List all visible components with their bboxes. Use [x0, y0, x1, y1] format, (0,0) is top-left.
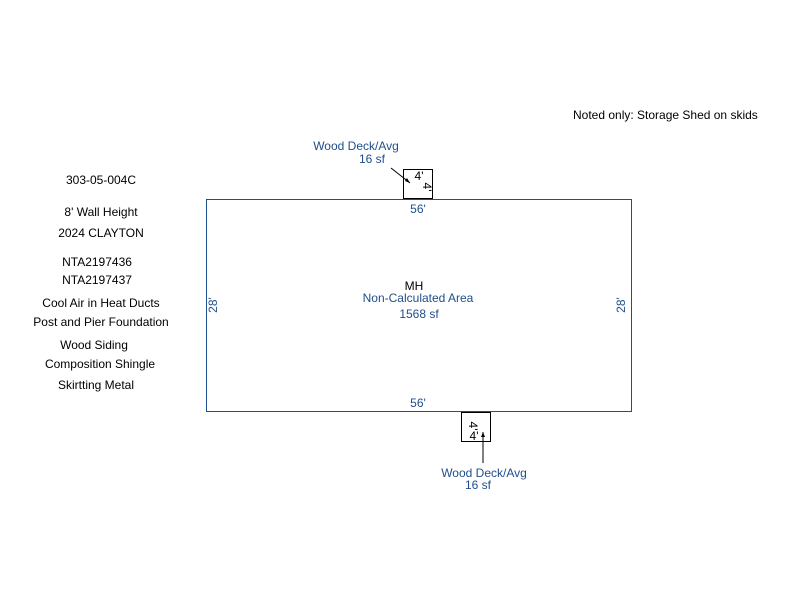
deck-bottom-dim-b: 4'	[466, 422, 480, 431]
model-year: 2024 CLAYTON	[58, 226, 144, 240]
main-top-dimension: 56'	[410, 202, 426, 216]
main-area-label: Non-Calculated Area	[363, 291, 474, 305]
foundation-feature: Post and Pier Foundation	[33, 315, 169, 329]
deck-bottom-dim-a: 4'	[470, 429, 479, 443]
serial-2: NTA2197437	[62, 273, 132, 287]
skirting-feature: Skirtting Metal	[57, 378, 135, 392]
deck-top-dim-a: 4'	[415, 169, 424, 183]
roof-feature: Composition Shingle	[44, 357, 156, 371]
siding-feature: Wood Siding	[60, 338, 128, 352]
deck-top-outline	[403, 169, 433, 199]
deck-bottom-label: Wood Deck/Avg	[441, 466, 527, 480]
main-area-value: 1568 sf	[399, 307, 439, 321]
main-right-dimension: 28'	[614, 297, 628, 313]
main-bottom-dimension: 56'	[410, 396, 426, 410]
deck-top-area: 16 sf	[359, 152, 386, 166]
deck-top-arrow	[405, 178, 410, 183]
parcel-id: 303-05-004C	[65, 173, 137, 187]
main-structure-code: MH	[405, 279, 424, 293]
shed-note: Noted only: Storage Shed on skids	[573, 108, 758, 122]
hvac-feature: Cool Air in Heat Ducts	[42, 296, 160, 310]
deck-top-dim-b: 4'	[420, 183, 434, 192]
serial-1: NTA2197436	[62, 255, 132, 269]
deck-top-label: Wood Deck/Avg	[313, 139, 399, 153]
deck-bottom-outline	[461, 412, 491, 442]
deck-bottom-arrow	[481, 432, 485, 437]
deck-bottom-area: 16 sf	[465, 478, 492, 492]
main-left-dimension: 28'	[206, 297, 220, 313]
main-structure-outline	[206, 199, 632, 412]
wall-height: 8' Wall Height	[64, 205, 138, 219]
